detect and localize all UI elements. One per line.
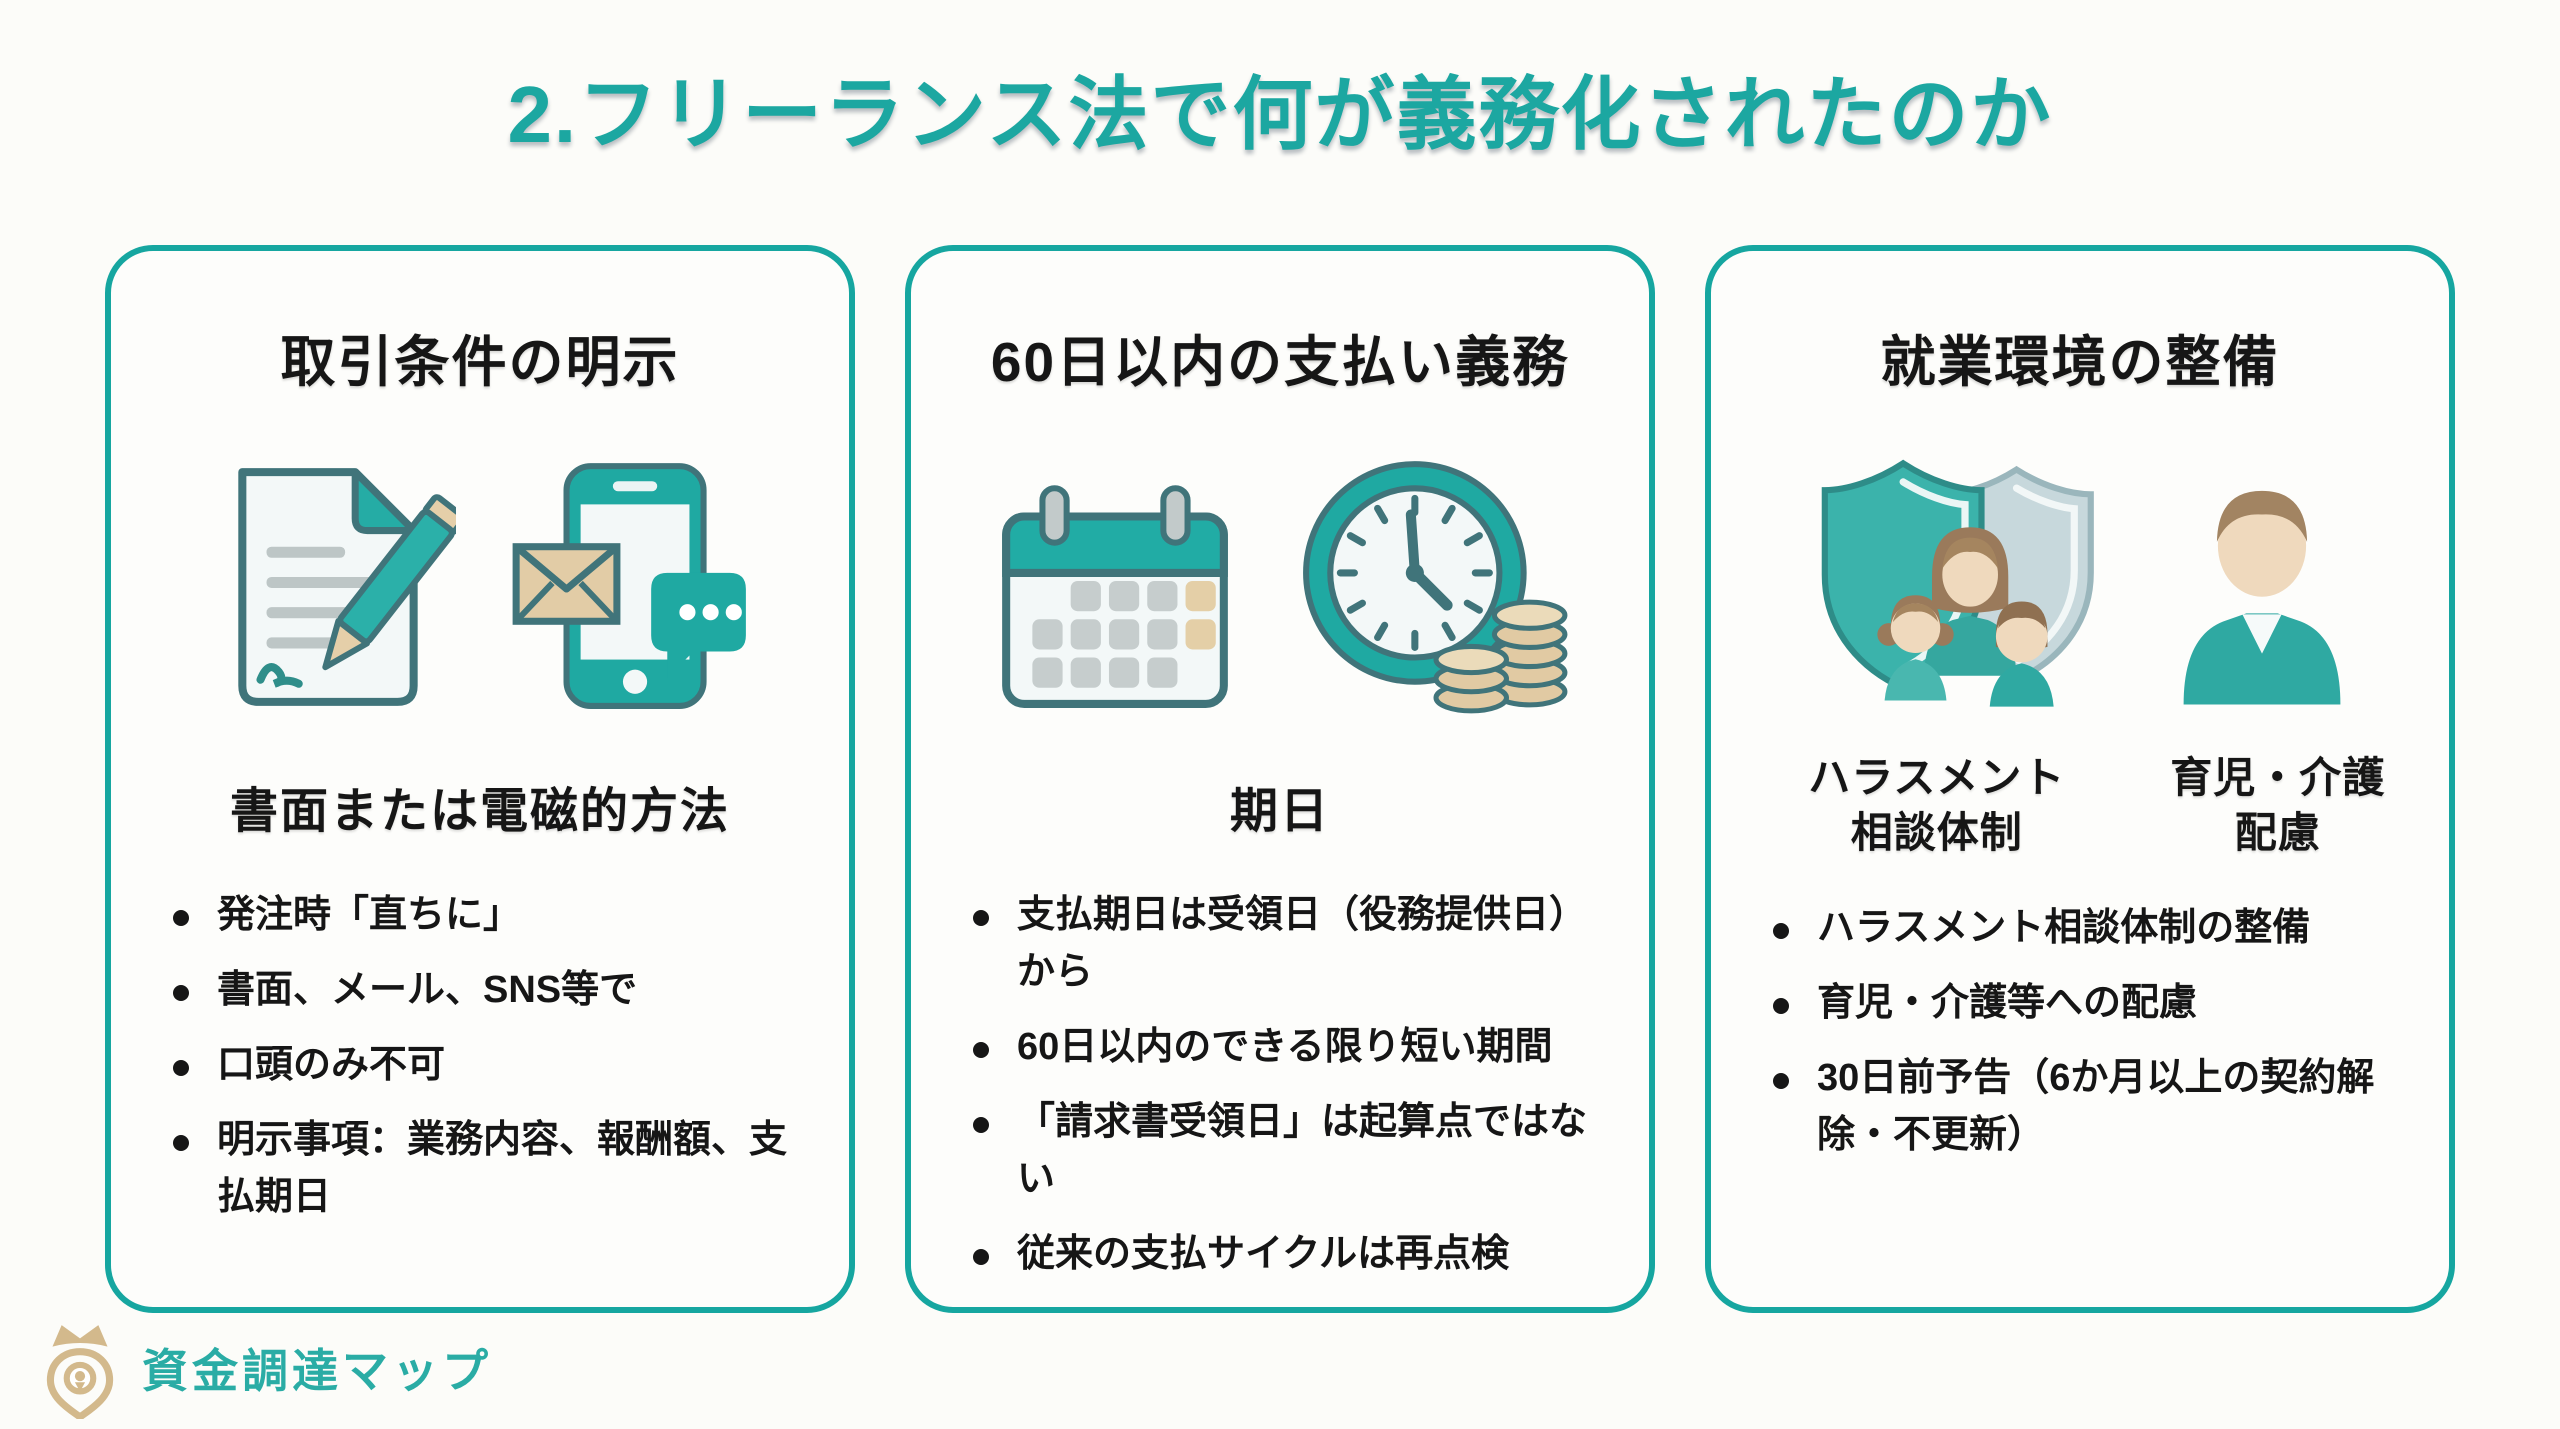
icon-labels-row: ハラスメント 相談体制 育児・介護 配慮	[1739, 751, 2421, 860]
icon-row	[1739, 449, 2421, 721]
document-pen-icon	[238, 468, 456, 706]
map-pin-crown-icon	[46, 1325, 114, 1419]
worker-icon	[2183, 490, 2341, 705]
bullet-item: 育児・介護等への配慮	[1769, 975, 2415, 1032]
card-subtitle: 書面または電磁的方法	[229, 785, 730, 838]
bullet-item: 30日前予告（6か月以上の契約解除・不更新）	[1769, 1050, 2415, 1164]
card-transaction-terms: 取引条件の明示	[105, 245, 855, 1313]
clock-coins-icon	[1303, 461, 1568, 714]
bullet-item: 発注時「直ちに」	[169, 887, 815, 944]
bullet-list: 発注時「直ちに」 書面、メール、SNS等で 口頭のみ不可 明示事項：業務内容、報…	[139, 887, 821, 1226]
phone-message-icon	[512, 463, 746, 709]
calendar-icon	[1002, 485, 1228, 708]
icon-row	[939, 449, 1621, 721]
cards-row: 取引条件の明示	[105, 245, 2455, 1313]
bullet-item: 支払期日は受領日（役務提供日）から	[969, 887, 1615, 1001]
bullet-item: 口頭のみ不可	[169, 1037, 815, 1094]
bullet-item: 「請求書受領日」は起算点ではない	[969, 1094, 1615, 1208]
bullet-item: ハラスメント相談体制の整備	[1769, 900, 2415, 957]
page-title: 2.フリーランス法で何が義務化されたのか	[507, 70, 2053, 159]
bullet-list: ハラスメント相談体制の整備 育児・介護等への配慮 30日前予告（6か月以上の契約…	[1739, 900, 2421, 1164]
card-subtitle: 期日	[1229, 785, 1330, 838]
family-shield-icon	[1821, 459, 2094, 707]
card-heading: 就業環境の整備	[1880, 331, 2280, 393]
brand-text: 資金調達マップ	[142, 1345, 492, 1397]
icon-row	[139, 449, 821, 721]
card-heading: 60日以内の支払い義務	[990, 331, 1570, 393]
bullet-list: 支払期日は受領日（役務提供日）から 60日以内のできる限り短い期間 「請求書受領…	[939, 887, 1621, 1283]
card-work-environment: 就業環境の整備	[1705, 245, 2455, 1313]
icon-label-harassment: ハラスメント 相談体制	[1808, 754, 2066, 856]
card-payment-deadline: 60日以内の支払い義務	[905, 245, 1655, 1313]
bullet-item: 従来の支払サイクルは再点検	[969, 1226, 1615, 1283]
icon-label-childcare: 育児・介護 配慮	[2170, 754, 2386, 856]
card-heading: 取引条件の明示	[280, 331, 680, 393]
bullet-item: 明示事項：業務内容、報酬額、支払期日	[169, 1112, 815, 1226]
bullet-item: 書面、メール、SNS等で	[169, 962, 815, 1019]
bullet-item: 60日以内のできる限り短い期間	[969, 1019, 1615, 1076]
footer-brand: 資金調達マップ	[34, 1317, 492, 1419]
